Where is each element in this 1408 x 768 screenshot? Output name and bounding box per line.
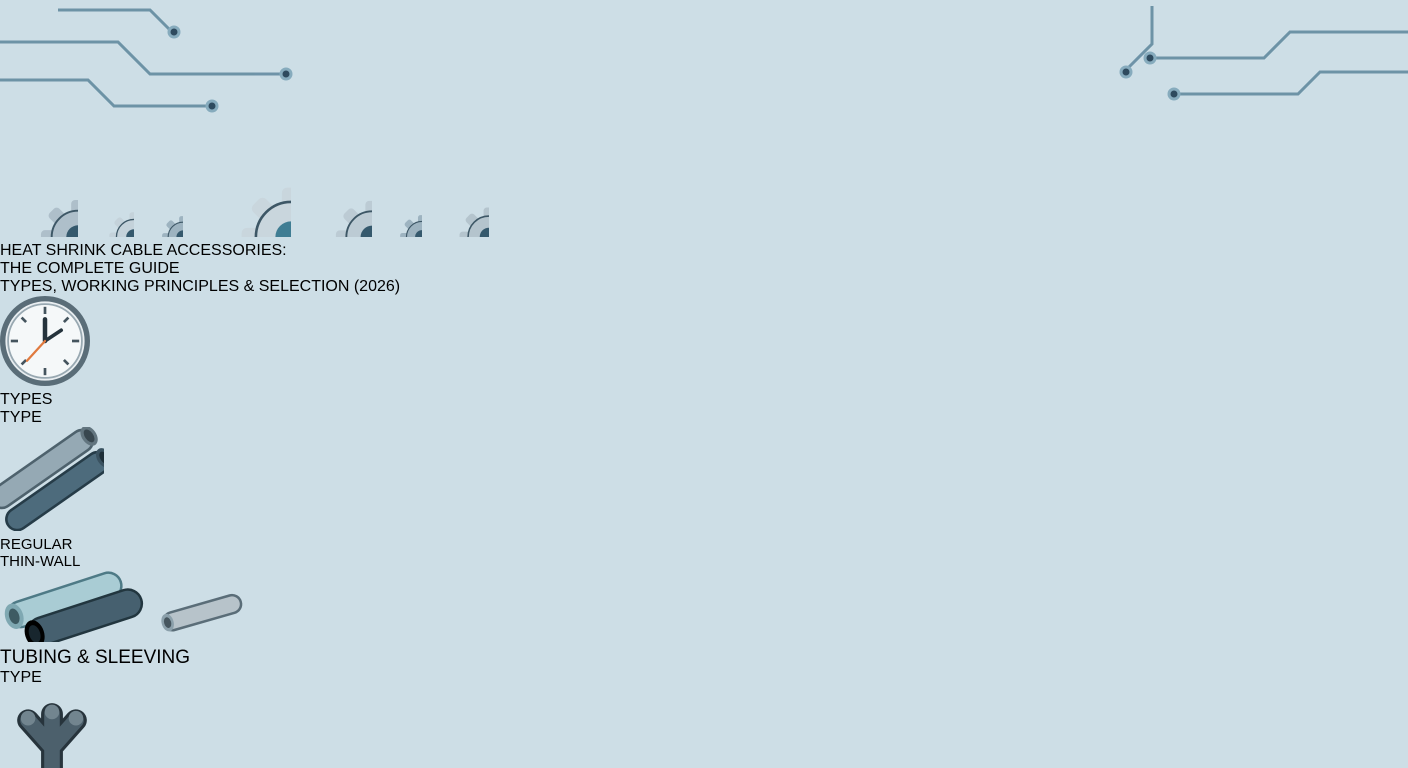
type-badge-1: TYPE: [0, 409, 42, 426]
top-band: [0, 0, 1408, 128]
page-title-line2: THE COMPLETE GUIDE: [0, 260, 180, 277]
regular-label: REGULAR: [0, 536, 73, 553]
header-subtitle-tab: TYPES, WORKING PRINCIPLES & SELECTION (2…: [0, 278, 1408, 296]
thin-wall-label: THIN-WALL: [0, 553, 81, 570]
gear-icon: [376, 191, 422, 237]
type-circle-breakout: [0, 687, 1408, 768]
regular-tubing-icon: [4, 571, 144, 648]
header-banner: HEAT SHRINK CABLE ACCESSORIES: THE COMPL…: [0, 242, 1408, 278]
breakout-icon: [17, 703, 87, 768]
types-heading: TYPES: [0, 391, 53, 408]
tubing-icon: [0, 426, 114, 532]
gear-icon: [82, 185, 134, 237]
clock-icon: [0, 296, 90, 386]
thin-wall-tubing-icon: [161, 593, 243, 632]
gear-icon: [0, 159, 78, 237]
page-title-line1: HEAT SHRINK CABLE ACCESSORIES:: [0, 242, 287, 259]
page-subtitle: TYPES, WORKING PRINCIPLES & SELECTION (2…: [0, 278, 401, 295]
circuit-decoration: [0, 6, 1408, 113]
tubing-sleeving-caption: TUBING & SLEEVING: [0, 647, 191, 668]
type-badge-2: TYPE: [0, 669, 42, 686]
gear-icon: [427, 175, 489, 237]
gear-icon: [296, 161, 372, 237]
gear-icon: [187, 133, 291, 237]
type-circle-tubing: [0, 426, 1408, 536]
gear-icon: [139, 193, 183, 237]
